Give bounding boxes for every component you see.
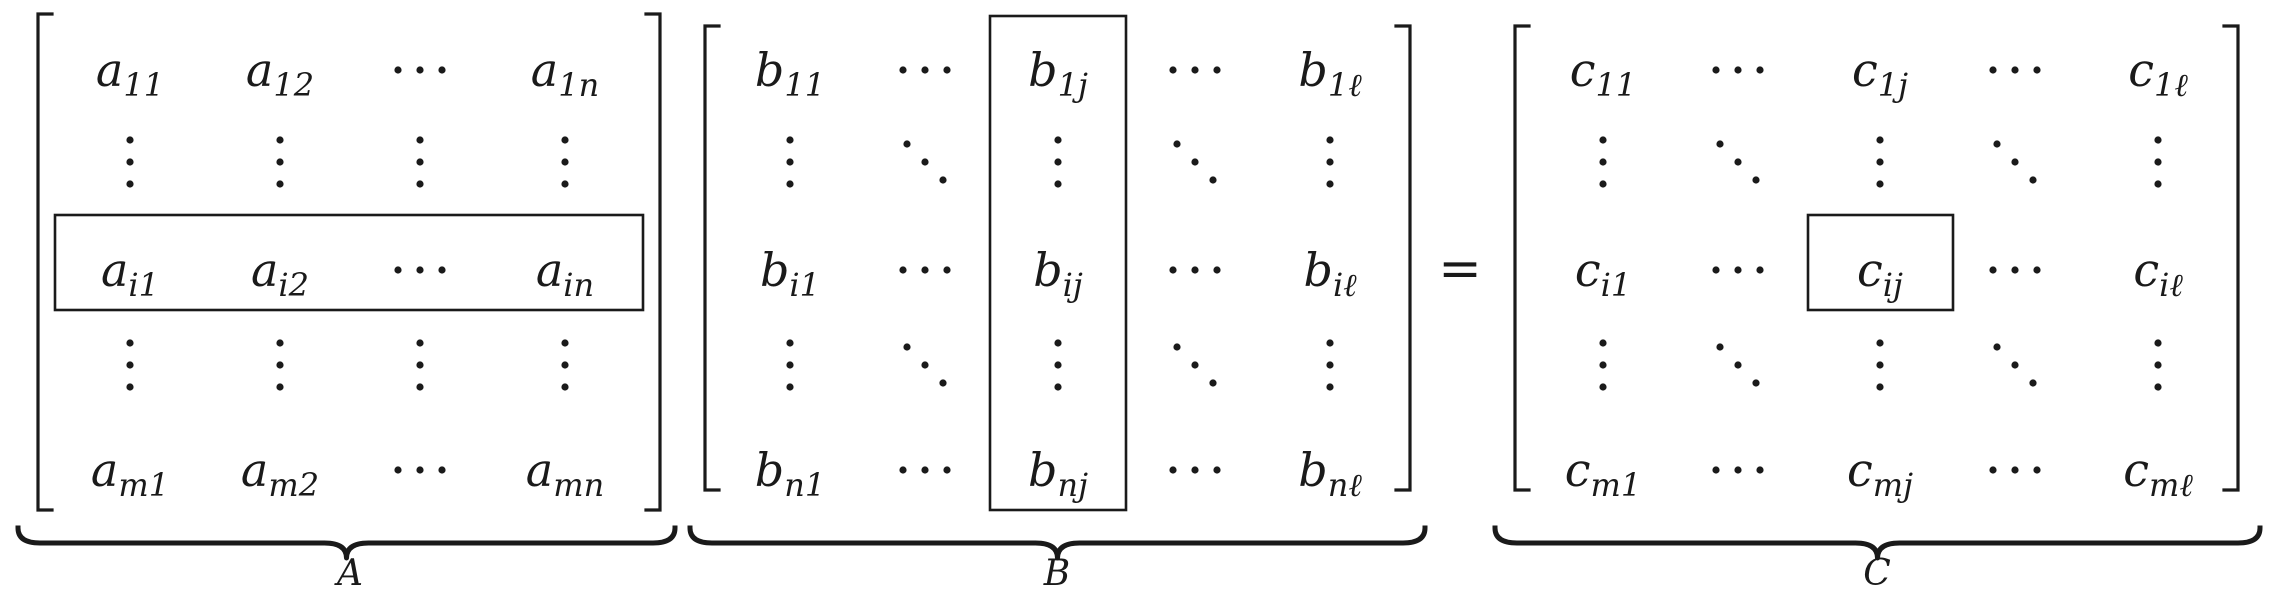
matrix-entry-b-iℓ: biℓ	[1303, 243, 1357, 304]
vdots	[1599, 339, 1607, 391]
matrix-entry-a-i1: ai1	[101, 243, 159, 304]
highlighted-column-box	[988, 14, 1128, 512]
matrix-entry-c-mℓ: cmℓ	[2123, 443, 2193, 504]
matrix-entry-c-i1: ci1	[1575, 243, 1631, 304]
ddots	[1173, 140, 1217, 184]
vdots	[1054, 339, 1062, 391]
matrix-label-a: A	[334, 553, 363, 594]
matrix-entry-b-1ℓ: b1ℓ	[1298, 43, 1362, 104]
ddots	[1716, 140, 1760, 184]
matrix-entry-c-1j: c1j	[1852, 43, 1908, 104]
hdots	[899, 466, 951, 474]
matrix-c-right-bracket	[2222, 24, 2240, 492]
vdots	[1599, 136, 1607, 188]
matrix-label-b: B	[1043, 553, 1070, 594]
matrix-entry-c-m1: cm1	[1565, 443, 1641, 504]
vdots	[561, 339, 569, 391]
vdots	[786, 339, 794, 391]
vdots	[1876, 136, 1884, 188]
ddots	[903, 140, 947, 184]
hdots	[394, 66, 446, 74]
matrix-entry-b-11: b11	[755, 43, 825, 104]
vdots	[126, 339, 134, 391]
matrix-entry-a-m2: am2	[241, 443, 319, 504]
matrix-entry-b-1j: b1j	[1028, 43, 1088, 104]
highlighted-row-box	[53, 213, 645, 312]
matrix-entry-c-1ℓ: c1ℓ	[2128, 43, 2188, 104]
vdots	[561, 136, 569, 188]
vdots	[786, 136, 794, 188]
matrix-entry-a-mn: amn	[526, 443, 604, 504]
matrix-entry-b-n1: bn1	[755, 443, 825, 504]
vdots	[276, 339, 284, 391]
vdots	[2154, 136, 2162, 188]
matrix-entry-c-11: c11	[1570, 43, 1636, 104]
matrix-entry-a-in: ain	[536, 243, 594, 304]
matrix-b-left-bracket	[703, 24, 721, 492]
hdots	[1712, 466, 1764, 474]
ddots	[1173, 343, 1217, 387]
matrix-entry-c-ij: cij	[1857, 243, 1903, 304]
hdots	[1712, 266, 1764, 274]
matrix-entry-b-nj: bnj	[1028, 443, 1088, 504]
matrix-entry-c-iℓ: ciℓ	[2133, 243, 2183, 304]
vdots	[126, 136, 134, 188]
hdots	[1989, 66, 2041, 74]
hdots	[899, 66, 951, 74]
matrix-entry-a-m1: am1	[91, 443, 169, 504]
hdots	[1169, 466, 1221, 474]
ddots	[1993, 140, 2037, 184]
vdots	[416, 339, 424, 391]
vdots	[1054, 136, 1062, 188]
vdots	[276, 136, 284, 188]
matrix-entry-b-i1: bi1	[760, 243, 820, 304]
hdots	[1169, 266, 1221, 274]
matrix-b-right-bracket	[1394, 24, 1412, 492]
vdots	[416, 136, 424, 188]
hdots	[1989, 266, 2041, 274]
matrix-entry-a-12: a12	[246, 43, 314, 104]
vdots	[2154, 339, 2162, 391]
highlighted-cell-box	[1806, 213, 1955, 312]
vdots	[1876, 339, 1884, 391]
hdots	[394, 466, 446, 474]
underbrace-c	[1492, 525, 2263, 561]
matrix-entry-b-nℓ: bnℓ	[1298, 443, 1362, 504]
matrix-entry-a-1n: a1n	[531, 43, 599, 104]
matrix-a-right-bracket	[644, 12, 662, 512]
hdots	[899, 266, 951, 274]
equals-sign: =	[1438, 239, 1482, 299]
hdots	[1169, 66, 1221, 74]
ddots	[1716, 343, 1760, 387]
underbrace-a	[15, 525, 678, 561]
ddots	[903, 343, 947, 387]
hdots	[1989, 466, 2041, 474]
hdots	[1712, 66, 1764, 74]
vdots	[1326, 339, 1334, 391]
matrix-entry-a-11: a11	[96, 43, 164, 104]
matrix-entry-a-i2: ai2	[251, 243, 309, 304]
matrix-c-left-bracket	[1513, 24, 1531, 492]
matrix-a-left-bracket	[36, 12, 54, 512]
vdots	[1326, 136, 1334, 188]
matrix-label-c: C	[1863, 553, 1891, 594]
hdots	[394, 266, 446, 274]
underbrace-b	[687, 525, 1428, 561]
matrix-entry-c-mj: cmj	[1847, 443, 1913, 504]
matrix-entry-b-ij: bij	[1033, 243, 1083, 304]
ddots	[1993, 343, 2037, 387]
